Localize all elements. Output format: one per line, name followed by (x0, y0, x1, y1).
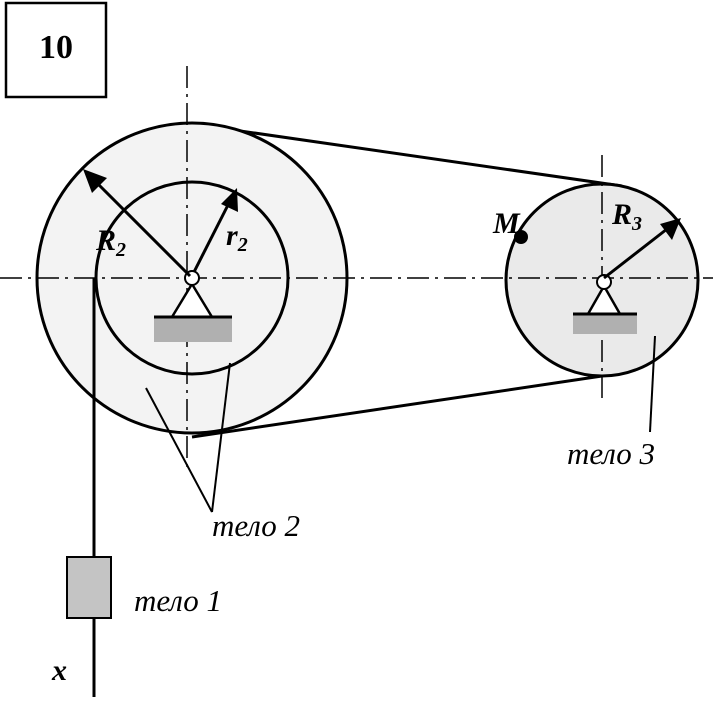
problem-number: 10 (39, 29, 73, 66)
body1-block (66, 556, 112, 619)
point-M (514, 230, 528, 244)
caption-body3: тело 3 (567, 436, 655, 471)
label-R3: R3 (611, 198, 642, 235)
radius-R2-arrow (83, 169, 192, 278)
body3-support (573, 274, 637, 334)
label-r2: r2 (226, 219, 248, 256)
body2-support (154, 270, 232, 342)
problem-number-box (4, 1, 108, 99)
body3-leader (649, 335, 656, 433)
belt-upper (191, 122, 623, 188)
radius-r2-arrow (192, 188, 238, 273)
body2-leader-inner (211, 362, 231, 513)
caption-body2: тело 2 (212, 508, 300, 543)
label-R2: R2 (95, 224, 126, 261)
label-x: x (51, 654, 67, 687)
radius-R3-arrow (603, 218, 681, 280)
caption-body1: тело 1 (134, 583, 222, 618)
body2-leader-outer (145, 387, 213, 513)
label-M: M (492, 207, 521, 240)
belt-lower (191, 374, 603, 439)
